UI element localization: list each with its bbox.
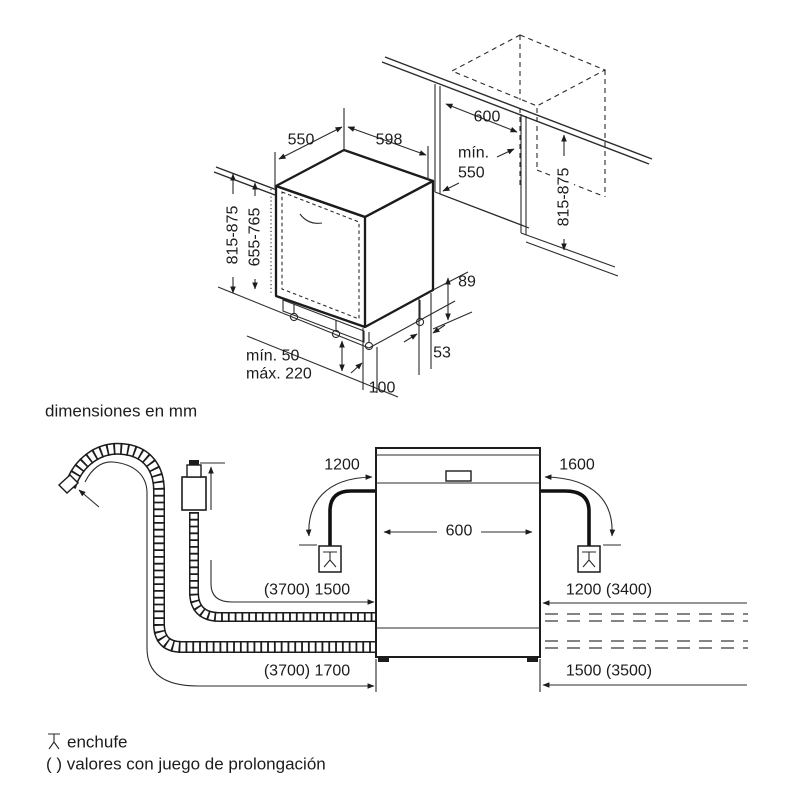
socket-right (577, 545, 601, 573)
dim-min550 (442, 148, 515, 192)
label-plinth-min: mín. 50 (246, 348, 299, 365)
label-550: 550 (288, 132, 315, 149)
overhead-cabinet-dashed (450, 34, 607, 197)
supply-guide-line (210, 560, 233, 603)
hose-continuation-dashed (545, 613, 748, 649)
front-foot-left (378, 657, 389, 662)
front-foot-right (527, 657, 538, 662)
front-view-dishwasher (375, 447, 541, 692)
dim-600-width (383, 521, 533, 542)
label-600-niche: 600 (474, 109, 501, 126)
legend-plug-label: enchufe (67, 733, 128, 752)
power-cable-left (328, 489, 376, 546)
appliance-feet (289, 300, 425, 351)
label-53: 53 (433, 345, 451, 362)
label-hose-bottom-left: (3700) 1700 (264, 663, 350, 680)
label-min: mín. (458, 145, 489, 162)
units-note: dimensiones en mm (45, 402, 197, 421)
label-598: 598 (376, 132, 403, 149)
label-plinth-max: máx. 220 (246, 366, 312, 383)
dim-cord-left (299, 474, 373, 546)
plug-icon (582, 551, 596, 568)
tap-valve (181, 460, 207, 511)
niche-panels (434, 84, 619, 277)
plug-icon (48, 733, 60, 750)
label-hose-top-right: 1200 (3400) (566, 582, 652, 599)
label-min550: 550 (458, 165, 485, 182)
label-600-width: 600 (446, 523, 473, 540)
label-100: 100 (369, 380, 396, 397)
worktop-lines (213, 56, 653, 196)
drain-direction-arrow (78, 489, 100, 508)
legend-extension-note: ( ) valores con juego de prolongación (46, 755, 326, 774)
label-height-left: 815-875 (225, 206, 242, 265)
socket-left (318, 545, 342, 573)
dim-600-niche (445, 103, 518, 133)
top-diagram: 550 598 600 mín. 550 815-875 815-875 655… (213, 34, 653, 398)
label-cord-right: 1600 (559, 457, 595, 474)
label-door-height: 655-765 (247, 208, 264, 267)
dim-598 (347, 126, 429, 180)
control-display (445, 470, 472, 482)
isometric-dishwasher (270, 148, 435, 351)
bottom-diagram: 1200 1600 600 (3700) 1500 1200 (3400) (3… (57, 442, 748, 692)
dim-89 (432, 271, 473, 330)
label-height-right: 815-875 (556, 168, 573, 227)
dim-53 (403, 293, 446, 375)
dim-550 (274, 108, 345, 188)
label-hose-bottom-right: 1500 (3500) (566, 663, 652, 680)
label-hose-top-left: (3700) 1500 (264, 582, 350, 599)
dim-cord-right (544, 474, 621, 546)
label-89: 89 (458, 274, 476, 291)
floor-lines (217, 286, 456, 398)
drain-hose-end-cap (57, 474, 80, 494)
plug-icon (323, 551, 337, 568)
door-handle (299, 213, 323, 224)
label-cord-left: 1200 (324, 457, 360, 474)
legend: enchufe ( ) valores con juego de prolong… (46, 733, 326, 774)
dim-100 (350, 328, 378, 393)
power-cable-right (540, 489, 591, 546)
drain-hose (57, 442, 376, 653)
door-inner-dashed (281, 191, 360, 320)
drain-guide-line (84, 461, 199, 687)
plinth-band (282, 299, 365, 343)
supply-hose (181, 460, 376, 622)
